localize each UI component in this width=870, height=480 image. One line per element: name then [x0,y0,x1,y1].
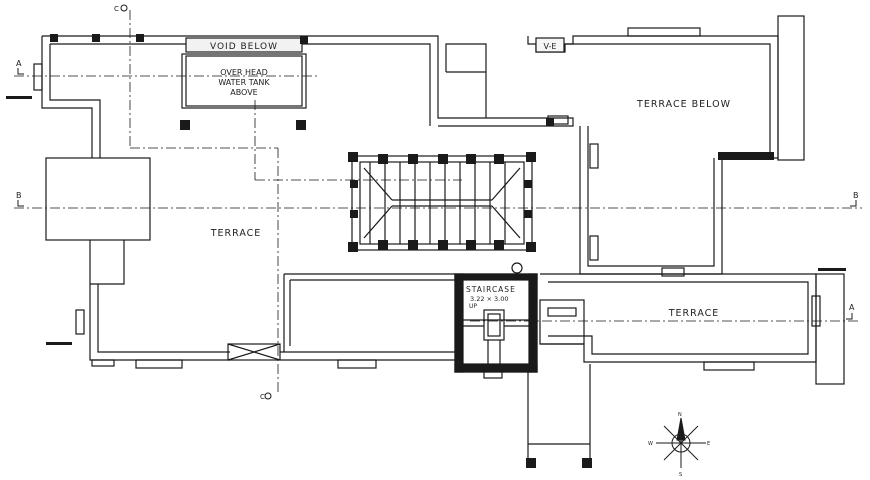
void-below-label: VOID BELOW [210,42,278,52]
staircase-label: STAIRCASE [466,285,516,294]
terrace-main-label: TERRACE [210,228,262,239]
left-lower-walls [89,240,455,361]
left-projection-box [45,157,151,241]
staircase-walls [454,273,538,379]
tank-label-line1: OVER HEAD [220,68,268,77]
section-b-left: B [16,191,22,200]
staircase-extension [527,364,591,464]
compass-icon [656,417,706,468]
tank-label-line3: ABOVE [230,88,258,97]
center-block [445,43,487,118]
section-b-right: B [853,191,859,200]
wall-columns [6,34,846,468]
void-below-frame [185,37,303,53]
compass-west: W [648,441,653,447]
terrace-right-label: TERRACE [668,308,720,319]
section-markers [17,4,857,400]
left-block-walls [41,35,574,158]
tank-label-line2: WATER TANK [218,78,270,87]
section-a-left: A [16,59,22,68]
overhead-water-tank [181,53,307,109]
staircase-size-label: 3.22 × 3.00 [470,295,509,303]
right-lower-walls [539,273,845,385]
compass-south: S [679,472,682,478]
section-a-right: A [849,303,855,312]
terrace-below-label: TERRACE BELOW [636,99,731,110]
ve-mark: V-E [544,42,557,51]
section-lines [14,10,862,394]
window-frames [33,63,821,371]
section-c-bottom: C [260,393,265,401]
compass-east: E [707,441,710,447]
right-block-walls [527,15,805,275]
central-skylight [351,155,533,251]
section-c-top: C [114,5,119,13]
compass-north: N [678,412,682,418]
rotate-arrow-icon [511,262,523,274]
skylight-column-nodes [348,152,536,252]
up-mark: UP [469,303,477,310]
